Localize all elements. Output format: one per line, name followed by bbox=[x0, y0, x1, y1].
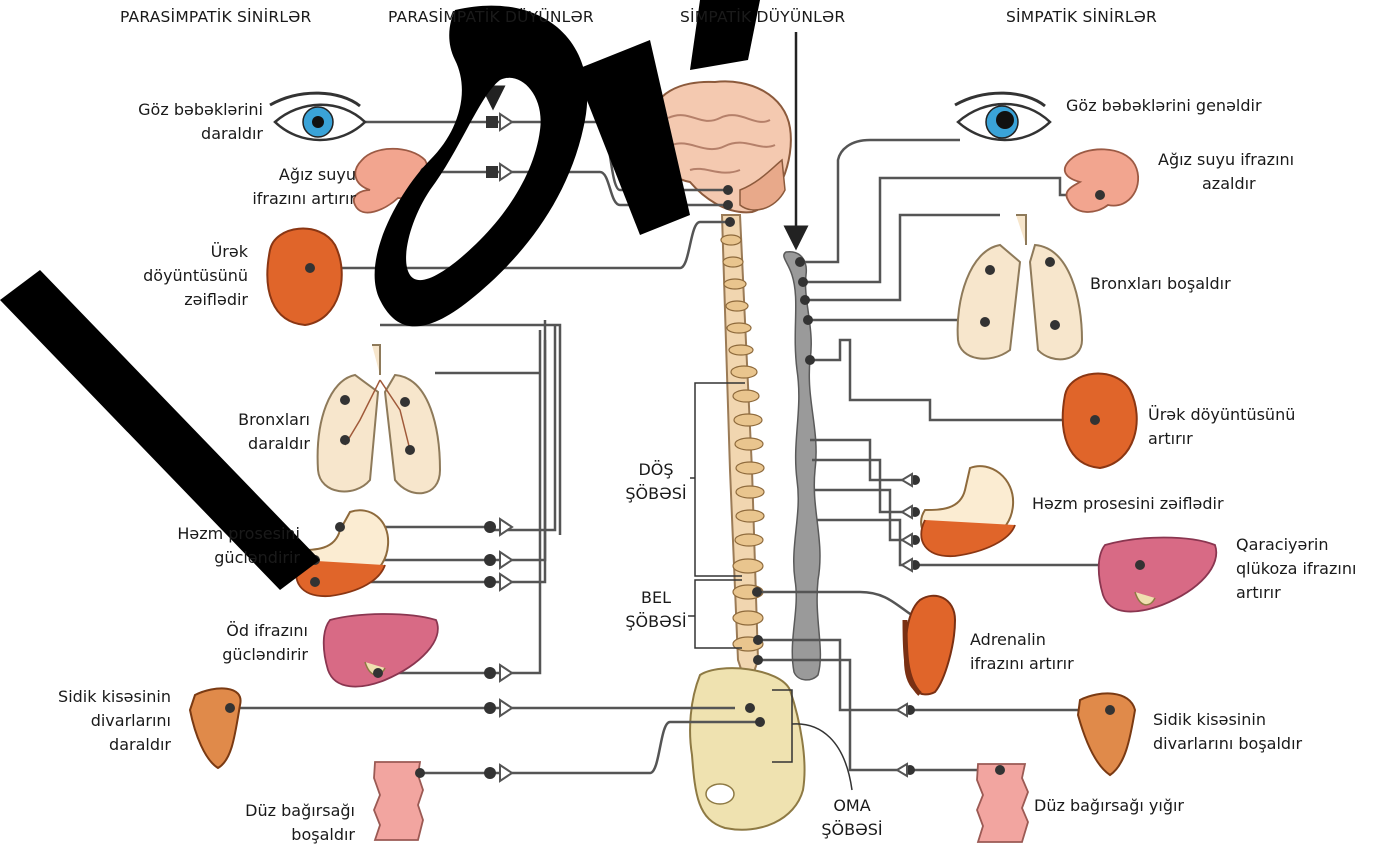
left-bladder-icon bbox=[190, 688, 241, 768]
left-lungs-icon bbox=[318, 345, 440, 493]
parasympathetic-ganglia bbox=[484, 116, 498, 779]
header-sympathetic-nerves: SİMPATİK SİNİRLƏR bbox=[1006, 8, 1157, 26]
label-right-eye: Göz bəbəklərini genəldir bbox=[1066, 94, 1262, 118]
left-liver-icon bbox=[324, 614, 438, 687]
right-rectum-icon bbox=[977, 764, 1028, 842]
right-stomach-icon bbox=[921, 466, 1015, 556]
label-right-digestion: Həzm prosesini zəiflədir bbox=[1032, 492, 1224, 516]
left-eye-icon bbox=[270, 93, 365, 140]
pelvis-icon bbox=[690, 668, 804, 829]
header-parasympathetic-ganglia: PARASİMPATİK DÜYÜNLƏR bbox=[388, 8, 594, 26]
left-salivary-gland-icon bbox=[354, 149, 430, 213]
left-rectum-icon bbox=[374, 762, 425, 840]
parasympathetic-synapse-arrows bbox=[500, 114, 512, 781]
label-right-rectum: Düz bağırsağı yığır bbox=[1034, 794, 1184, 818]
left-stomach-icon bbox=[296, 510, 388, 596]
right-heart-icon bbox=[1063, 374, 1137, 468]
right-salivary-gland-icon bbox=[1065, 149, 1138, 212]
brain-icon bbox=[654, 81, 790, 212]
right-liver-icon bbox=[1099, 538, 1217, 612]
header-parasympathetic-nerves: PARASİMPATİK SİNİRLƏR bbox=[120, 8, 312, 26]
header-sympathetic-ganglia: SİMPATİK DÜYÜNLƏR bbox=[680, 8, 845, 26]
left-heart-icon bbox=[267, 229, 341, 325]
right-eye-icon bbox=[955, 93, 1050, 140]
right-lungs-icon bbox=[958, 215, 1082, 359]
right-bladder-icon bbox=[1078, 693, 1135, 775]
label-right-lungs: Bronxları boşaldır bbox=[1090, 272, 1231, 296]
adrenal-kidney-icon bbox=[905, 596, 955, 695]
sympathetic-chain-icon bbox=[784, 252, 821, 680]
